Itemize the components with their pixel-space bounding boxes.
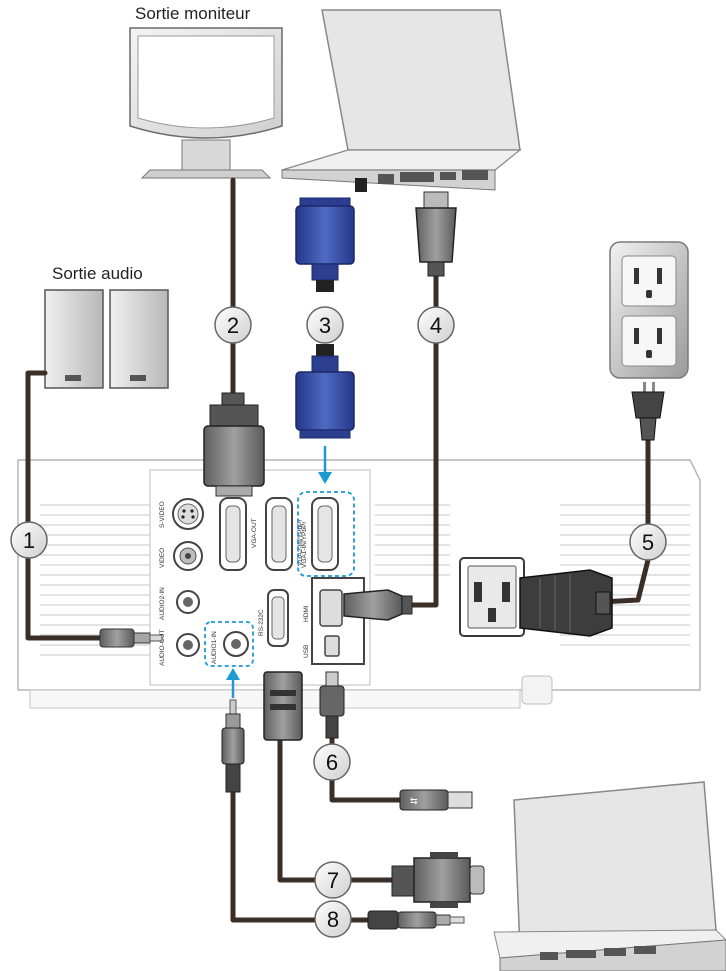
svg-text:⇆: ⇆	[410, 796, 418, 806]
cable-1-plug	[99, 628, 163, 648]
cable-8-audio-plugs	[221, 699, 465, 930]
cables	[25, 177, 651, 923]
audio1-in-highlight	[204, 621, 254, 667]
callout-6-number: 6	[326, 750, 338, 775]
vga-insert-arrow	[318, 446, 332, 484]
power-socket	[459, 557, 525, 637]
callout-2-number: 2	[227, 313, 239, 338]
hdmi-label: HDMI	[303, 605, 310, 622]
cable-7-rs232-plugs	[263, 671, 485, 908]
monitor-out-label: Sortie moniteur	[135, 4, 251, 23]
video-label: VIDEO	[159, 548, 166, 568]
usb-label: USB	[303, 645, 310, 658]
monitor-device	[129, 27, 283, 179]
callout-7: 7	[314, 861, 352, 899]
callout-4-number: 4	[430, 313, 442, 338]
audio-insert-arrow	[226, 668, 240, 698]
callout-8: 8	[314, 900, 352, 938]
audio-out-label: Sortie audio	[52, 264, 143, 283]
callout-5-number: 5	[642, 530, 654, 555]
callout-1: 1	[10, 521, 48, 559]
cable-2-vga-plug	[203, 392, 265, 497]
callout-4: 4	[417, 306, 455, 344]
callout-7-number: 7	[327, 868, 339, 893]
callout-3: 3	[306, 306, 344, 344]
vga1-in-highlight	[297, 491, 355, 577]
left-vents	[40, 504, 150, 656]
callout-6: 6	[313, 743, 351, 781]
cable-5-power-plugs	[519, 382, 665, 637]
laptop-top	[281, 9, 522, 192]
callout-8-number: 8	[327, 907, 339, 932]
callout-3-number: 3	[319, 313, 331, 338]
cable-4-hdmi-connectors	[343, 191, 457, 621]
wall-outlet	[609, 241, 689, 379]
callout-2: 2	[214, 306, 252, 344]
vga1-in-label: VGA1-IN/YPbPr	[301, 521, 308, 568]
s-video-label: S-VIDEO	[159, 501, 166, 528]
laptop-bottom	[493, 781, 726, 971]
vga2-in-label: VGA2-IN/YPbPr	[297, 519, 304, 566]
audio-out-port-label: AUDIO-OUT	[159, 630, 166, 667]
rs232c-label: RS-232C	[258, 609, 265, 636]
cable-6-usb-plugs: ⇆	[319, 671, 473, 811]
cable-3-vga-connectors	[295, 197, 355, 439]
audio2-in-label: AUDIO2-IN	[159, 587, 166, 620]
usb-port	[324, 635, 340, 657]
callout-1-number: 1	[23, 528, 35, 553]
vga-out-label: VGA-OUT	[251, 518, 258, 548]
callout-5: 5	[629, 523, 667, 561]
hdmi-port	[319, 589, 343, 627]
audio1-in-label: AUDIO1-IN	[211, 631, 218, 664]
speakers	[44, 289, 169, 389]
